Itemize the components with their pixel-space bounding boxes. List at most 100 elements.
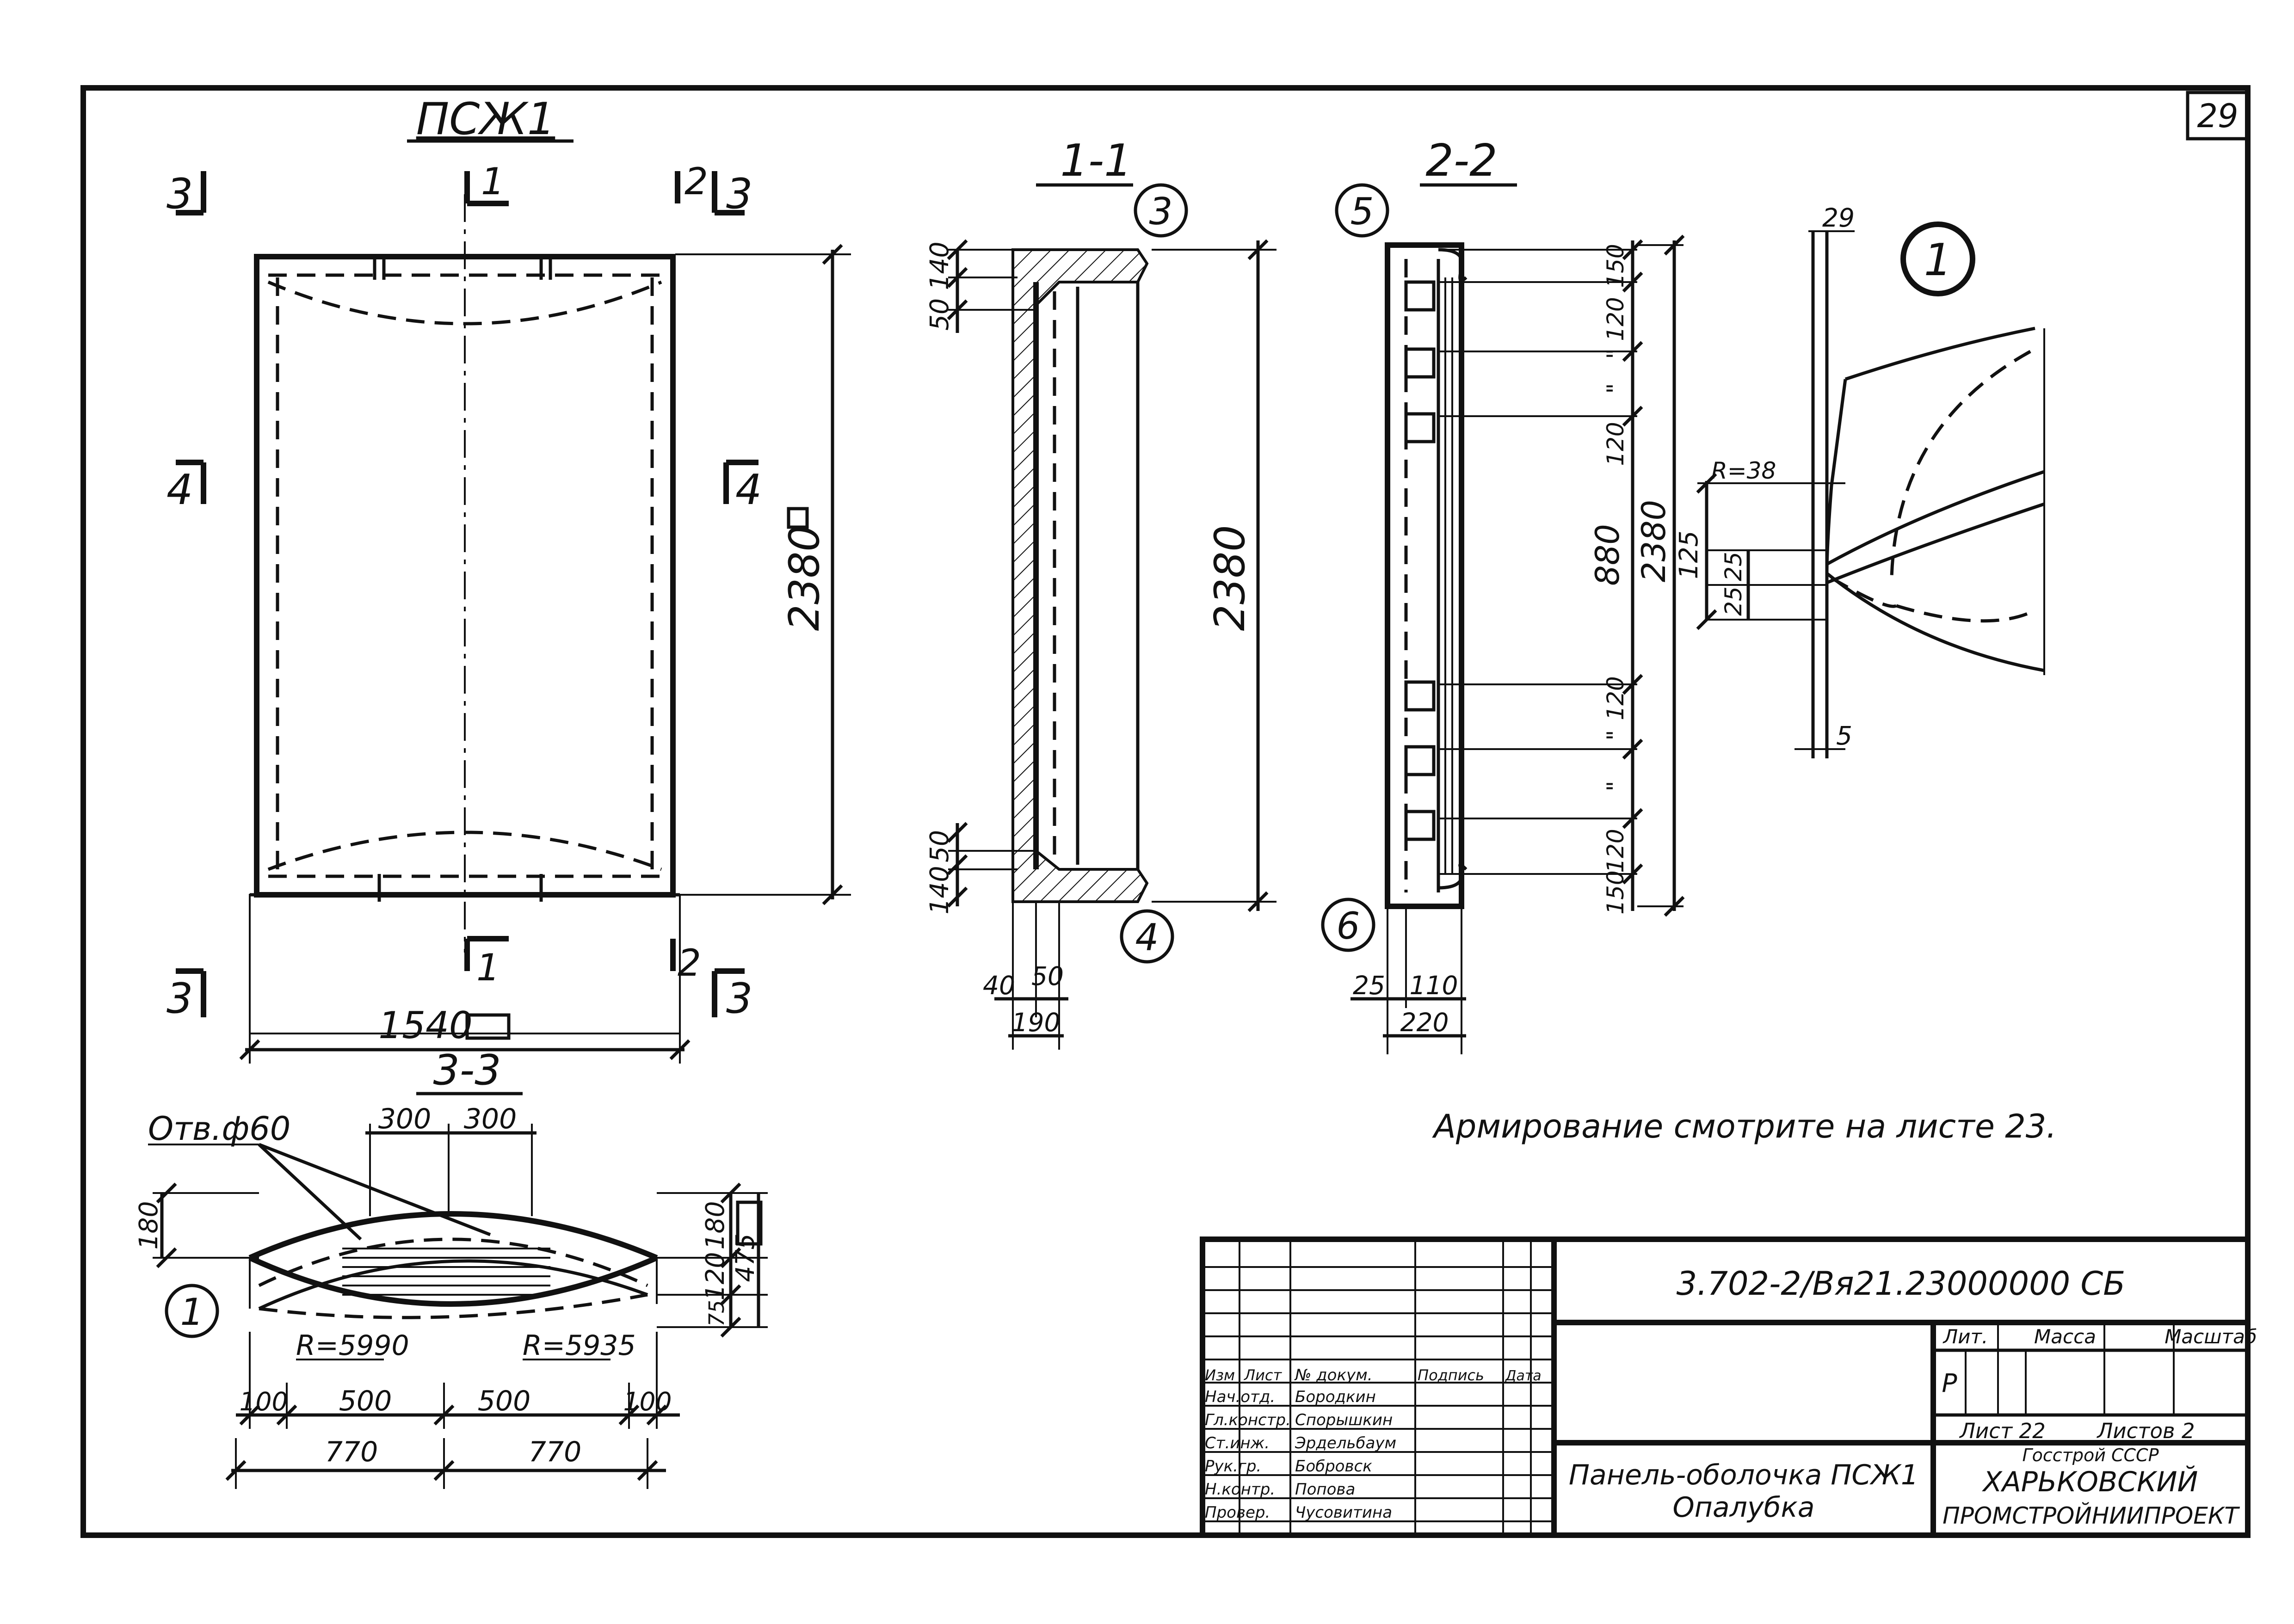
- dim-ditto-3: ": [1602, 730, 1629, 741]
- panel-view-title: ПСЖ1: [416, 94, 555, 145]
- hole-label: Отв.ф60: [148, 1110, 290, 1148]
- radius-left: R=5990: [296, 1329, 409, 1362]
- section-mark-2-top: 2: [684, 160, 708, 203]
- tb-role: Ст.инж.: [1205, 1434, 1270, 1452]
- dim-300-a: 300: [378, 1103, 432, 1135]
- dim-475: 475: [730, 1234, 760, 1282]
- section-3-3-title: 3-3: [433, 1046, 501, 1095]
- dim-120: 120: [700, 1252, 730, 1301]
- tb-name: Бобровск: [1295, 1457, 1372, 1476]
- section-mark-2-bottom: 2: [678, 941, 701, 984]
- dim-100-a: 100: [240, 1387, 288, 1416]
- detail-1-callout: 1: [1924, 235, 1952, 286]
- dim-100-b: 100: [623, 1387, 672, 1416]
- sheet-frame: 29: [80, 85, 2251, 1538]
- detail-radius: R=38: [1711, 457, 1776, 484]
- dim-ditto-4: ": [1602, 781, 1629, 792]
- section-2-2-title: 2-2: [1425, 135, 1497, 186]
- tb-name: Спорышкин: [1295, 1411, 1393, 1429]
- dim-40: 40: [983, 971, 1015, 1000]
- dim-50-bottom: 50: [925, 830, 954, 862]
- section-mark-1-top: 1: [481, 160, 505, 203]
- tb-head-list: Лист: [1244, 1366, 1282, 1384]
- dim-120-d: 120: [1602, 829, 1629, 873]
- dim-140-top: 140: [925, 242, 954, 290]
- detail-dim-5: 5: [1836, 721, 1852, 750]
- dim-150-bottom: 150: [1602, 870, 1629, 914]
- callout-4: 4: [1135, 916, 1159, 959]
- section-mark-3-bottom-left: 3: [166, 974, 193, 1023]
- section-3-3: 3-3 Отв.ф60 300 300 1 180 180 120 75 475: [134, 1046, 768, 1489]
- panel-width-dim: 1540: [378, 1004, 473, 1047]
- dim-150-top: 150: [1602, 244, 1629, 288]
- tb-scale-label: Масштаб: [2164, 1325, 2257, 1348]
- section-mark-3-bottom-right: 3: [726, 974, 752, 1023]
- tb-mass-label: Масса: [2034, 1325, 2096, 1348]
- tb-name: Попова: [1295, 1480, 1355, 1499]
- tb-head-podp: Подпись: [1418, 1366, 1484, 1384]
- dim-110: 110: [1410, 971, 1458, 1000]
- dim-880: 880: [1589, 524, 1627, 586]
- callout-5: 5: [1350, 190, 1374, 233]
- dim-770-a: 770: [325, 1436, 378, 1468]
- detail-dim-25b: 25: [1720, 586, 1747, 616]
- callout-6: 6: [1337, 904, 1360, 947]
- dim-180-left: 180: [134, 1201, 163, 1250]
- tb-staff-rows: Нач.отд. Бородкин Гл.констр. Спорышкин С…: [1205, 1388, 1396, 1522]
- panel-height-dim: 2380: [780, 525, 829, 631]
- dim-2380: 2380: [1635, 500, 1673, 582]
- sheet-number: 29: [2197, 97, 2238, 135]
- tb-org-3: ПРОМСТРОЙНИИПРОЕКТ: [1942, 1502, 2240, 1529]
- tb-head-data: Дата: [1505, 1368, 1542, 1384]
- tb-role: Нач.отд.: [1205, 1388, 1275, 1406]
- dim-770-b: 770: [529, 1436, 582, 1468]
- tb-org-2: ХАРЬКОВСКИЙ: [1982, 1465, 2198, 1498]
- dim-500-a: 500: [339, 1385, 392, 1417]
- dim-120-b: 120: [1602, 422, 1629, 466]
- tb-sheet: Лист 22: [1959, 1419, 2046, 1443]
- panel-view: ПСЖ1 1 1 2 2 3 3 3 3 4 4: [166, 94, 851, 1064]
- dim-140-bottom: 140: [925, 866, 954, 915]
- tb-lit-value: Р: [1942, 1368, 1957, 1398]
- dim-180-right: 180: [700, 1201, 730, 1250]
- detail-dim-25a: 25: [1720, 552, 1747, 581]
- tb-name: Чусовитина: [1295, 1503, 1392, 1522]
- dim-300-b: 300: [464, 1103, 517, 1135]
- tb-head-izm: Изм: [1205, 1366, 1235, 1384]
- dim-220: 220: [1400, 1008, 1449, 1037]
- tb-org-1: Госстрой СССР: [2022, 1445, 2158, 1465]
- section-mark-1-bottom: 1: [476, 946, 500, 989]
- reinforcement-note: Армирование смотрите на листе 23.: [1432, 1107, 2057, 1145]
- tb-product-name-2: Опалубка: [1672, 1491, 1814, 1524]
- dim-ditto-2: ": [1602, 383, 1629, 394]
- section-mark-4-right: 4: [735, 466, 762, 514]
- section-mark-3-top-right: 3: [726, 170, 752, 218]
- tb-name: Бородкин: [1295, 1388, 1376, 1406]
- title-block: Изм Лист № докум. Подпись Дата Нач.отд. …: [1200, 1236, 2257, 1538]
- dim-120-a: 120: [1602, 297, 1629, 341]
- tb-role: Рук.гр.: [1205, 1457, 1261, 1476]
- dim-190: 190: [1012, 1008, 1061, 1037]
- tb-role: Гл.констр.: [1205, 1411, 1291, 1429]
- tb-role: Н.контр.: [1205, 1480, 1275, 1499]
- tb-product-name-1: Панель-оболочка ПСЖ1: [1569, 1459, 1918, 1491]
- radius-right: R=5935: [523, 1329, 636, 1362]
- callout-3: 3: [1149, 190, 1173, 233]
- tb-name: Эрдельбаум: [1295, 1434, 1396, 1452]
- dim-25: 25: [1353, 971, 1385, 1000]
- dim-500-b: 500: [478, 1385, 531, 1417]
- tb-role: Провер.: [1205, 1503, 1270, 1522]
- detail-dim-29: 29: [1822, 203, 1855, 233]
- dim-75: 75: [704, 1300, 729, 1326]
- tb-head-ndoc: № докум.: [1294, 1366, 1373, 1384]
- dim-50: 50: [1031, 961, 1064, 991]
- dim-50-top: 50: [925, 298, 954, 331]
- section-1-1: 1-1 3 4 2380 140 50 50 140: [925, 135, 1276, 1050]
- section-mark-3-top-left: 3: [166, 170, 193, 218]
- tb-lit-label: Лит.: [1942, 1325, 1988, 1348]
- section-mark-4-left: 4: [166, 466, 193, 514]
- tb-doc-code: 3.702-2/Вя21.23000000 СБ: [1677, 1265, 2126, 1303]
- detail-dim-125: 125: [1674, 531, 1703, 579]
